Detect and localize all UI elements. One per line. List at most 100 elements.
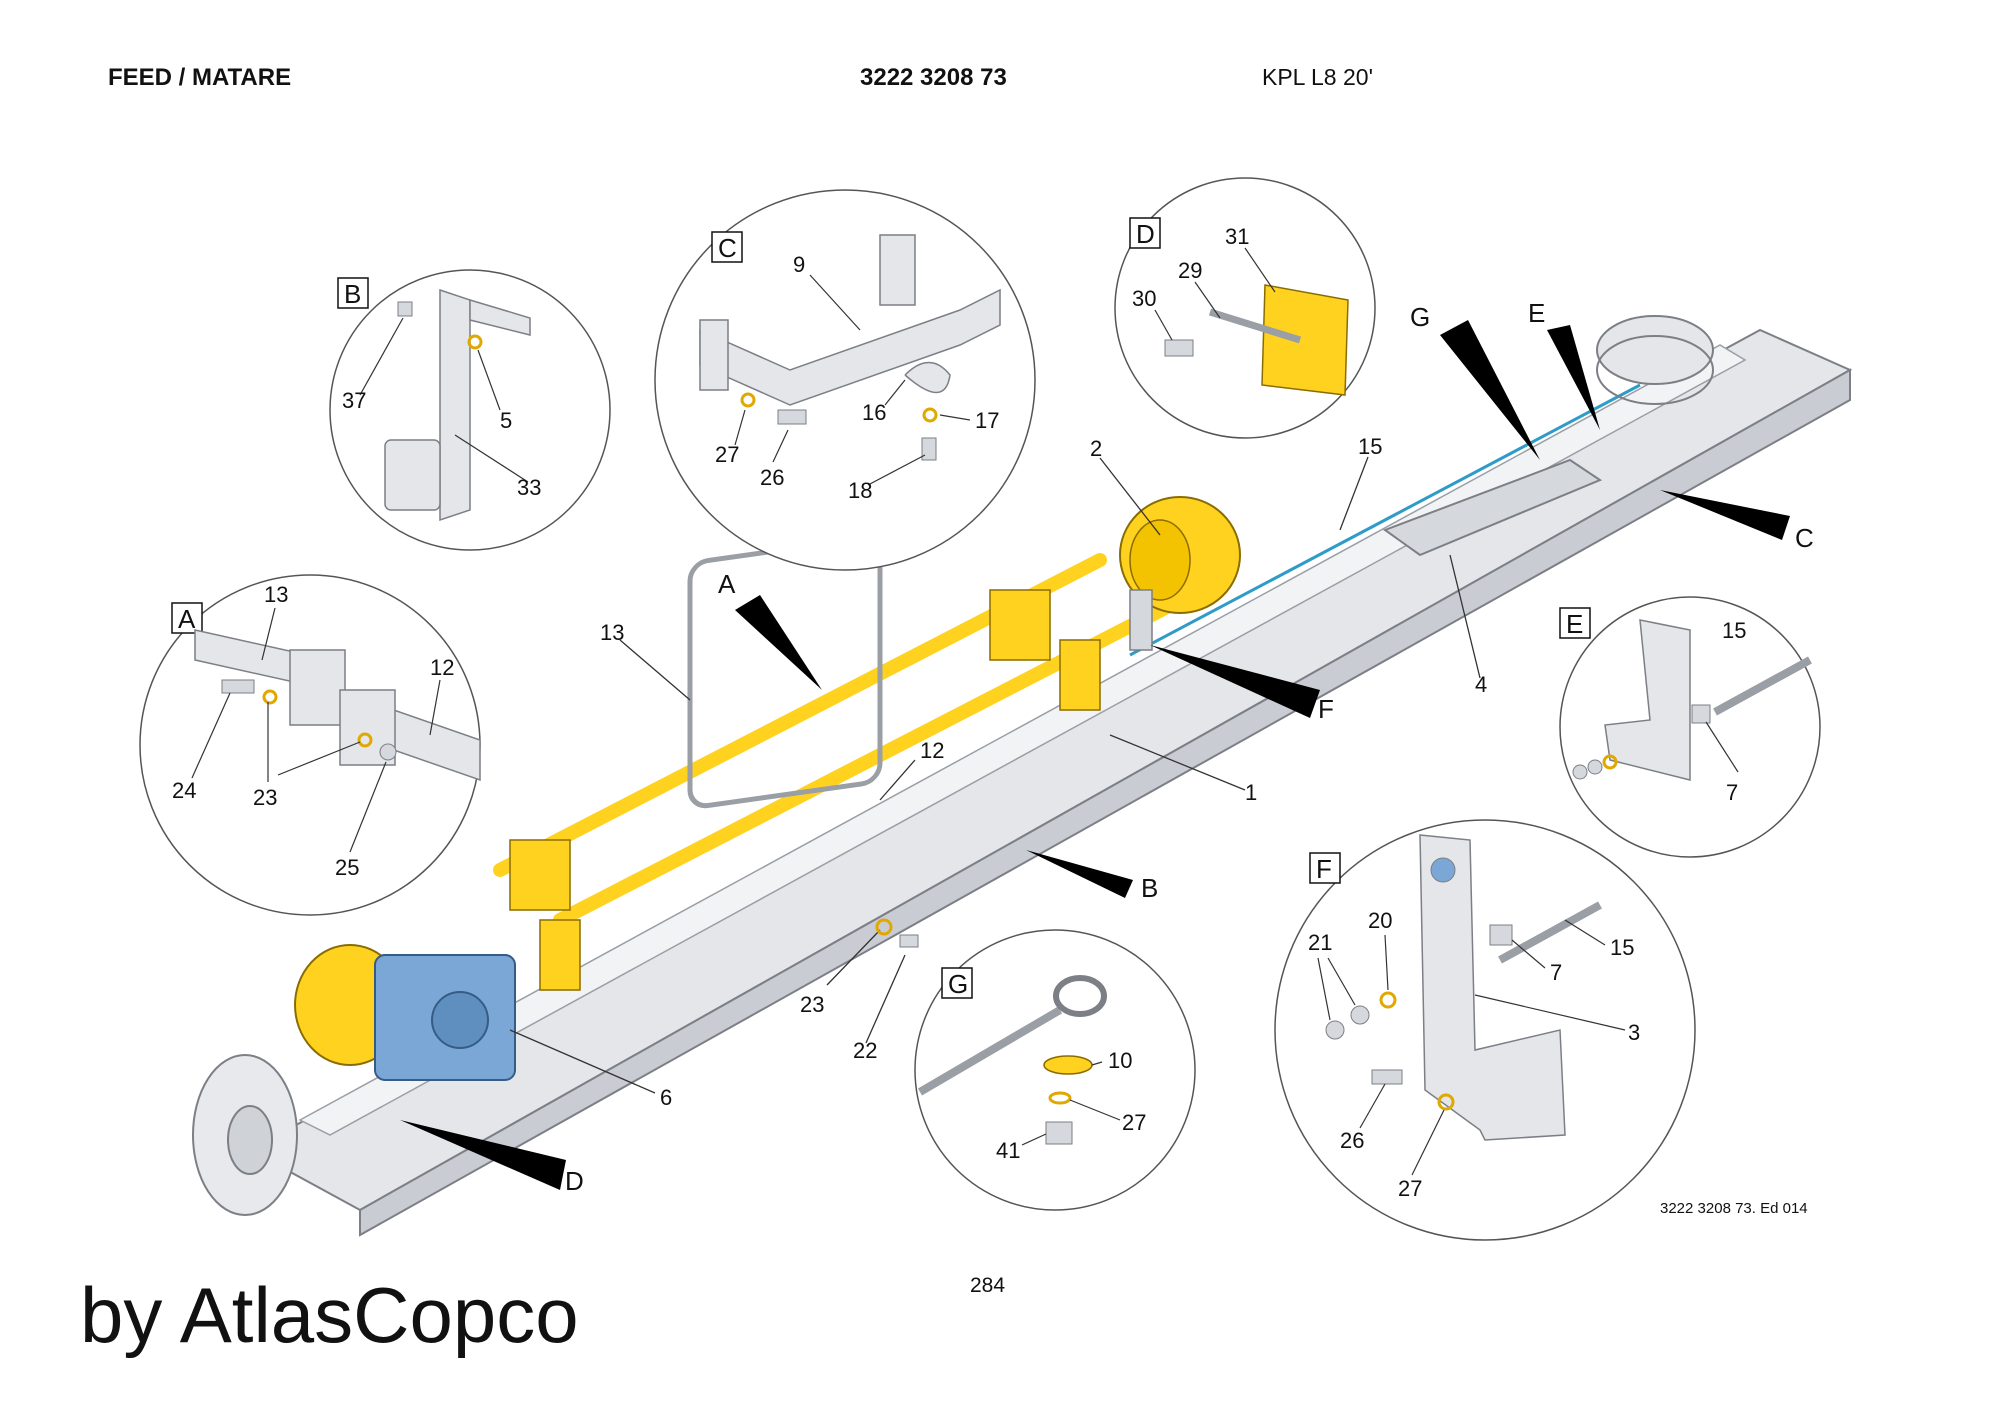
detail-e-7: 7 bbox=[1726, 780, 1738, 805]
nut-e-1 bbox=[1572, 764, 1588, 780]
model-name: KPL L8 20' bbox=[1262, 64, 1373, 90]
detail-c: C 9 16 17 27 26 18 bbox=[654, 189, 1036, 571]
detail-g: G 10 27 41 bbox=[914, 929, 1196, 1211]
hose-fitting-low bbox=[539, 919, 581, 991]
detail-a-13: 13 bbox=[264, 582, 288, 607]
detail-d-letter: D bbox=[1136, 219, 1155, 249]
pointer-label-e: E bbox=[1528, 298, 1545, 328]
rod-15-f bbox=[1498, 901, 1602, 964]
detail-c-16: 16 bbox=[862, 400, 886, 425]
rear-drum bbox=[1596, 315, 1714, 385]
detail-f-letter: F bbox=[1316, 854, 1332, 884]
bolt-24 bbox=[221, 679, 255, 694]
washer-17 bbox=[922, 407, 938, 423]
callout-15: 15 bbox=[1358, 434, 1382, 459]
hose-fitting-mid bbox=[989, 589, 1051, 661]
callout-12: 12 bbox=[920, 738, 944, 763]
rod-29 bbox=[1208, 308, 1302, 344]
clamp-7-e bbox=[1691, 704, 1711, 724]
washer-10 bbox=[1043, 1055, 1093, 1075]
pointer-f bbox=[1150, 645, 1320, 718]
detail-f-15: 15 bbox=[1610, 935, 1634, 960]
pointer-letters: A B C D E F G bbox=[565, 298, 1814, 1196]
bracket-e bbox=[1604, 619, 1691, 781]
bolt-18 bbox=[921, 437, 937, 461]
detail-c-9: 9 bbox=[793, 252, 805, 277]
feed-motor-gear bbox=[431, 991, 489, 1049]
detail-b: B 37 5 33 bbox=[329, 269, 611, 551]
detail-f-20: 20 bbox=[1368, 908, 1392, 933]
detail-d: D 31 29 30 bbox=[1114, 177, 1376, 439]
detail-g-letter: G bbox=[948, 969, 968, 999]
detail-c-18: 18 bbox=[848, 478, 872, 503]
bracket-3 bbox=[1419, 834, 1566, 1141]
clamp-7-f bbox=[1489, 924, 1513, 946]
detail-b-37: 37 bbox=[342, 388, 366, 413]
hose-fitting-front bbox=[1059, 639, 1101, 711]
detail-a-12: 12 bbox=[430, 655, 454, 680]
bracket-33-top bbox=[469, 298, 531, 336]
detail-f-3: 3 bbox=[1628, 1020, 1640, 1045]
detail-g-27: 27 bbox=[1122, 1110, 1146, 1135]
bracket-f-main bbox=[1129, 589, 1153, 651]
rear-drum-band bbox=[1596, 335, 1714, 405]
detail-e: E 15 7 bbox=[1559, 596, 1821, 858]
main-part-numbers: 2 15 13 12 1 4 6 23 22 bbox=[600, 434, 1487, 1110]
callout-6: 6 bbox=[660, 1085, 672, 1110]
detail-f-27: 27 bbox=[1398, 1176, 1422, 1201]
detail-a-24: 24 bbox=[172, 778, 196, 803]
callout-22-main: 22 bbox=[853, 1038, 877, 1063]
eye-bolt-eye bbox=[1053, 975, 1107, 1017]
bracket-33 bbox=[439, 288, 471, 522]
hose-fitting-rear bbox=[509, 839, 571, 911]
detail-c-27: 27 bbox=[715, 442, 739, 467]
detail-d-30: 30 bbox=[1132, 286, 1156, 311]
detail-c-letter: C bbox=[718, 233, 737, 263]
detail-a: A 13 12 24 23 25 bbox=[139, 574, 481, 916]
detail-c-26: 26 bbox=[760, 465, 784, 490]
washer-23-a2 bbox=[357, 732, 373, 748]
pointer-g bbox=[1440, 320, 1540, 460]
hose-reel-face bbox=[1129, 519, 1191, 601]
support-arm-9 bbox=[699, 288, 1001, 406]
end-pulley-hub bbox=[227, 1105, 273, 1175]
main-assembly bbox=[192, 315, 1853, 1237]
bolt-22-main bbox=[899, 934, 919, 948]
detail-f-21: 21 bbox=[1308, 930, 1332, 955]
nut-e-2 bbox=[1587, 759, 1603, 775]
washer-5 bbox=[467, 334, 483, 350]
detail-f-7: 7 bbox=[1550, 960, 1562, 985]
watermark-text: by AtlasCopco bbox=[80, 1271, 579, 1359]
slide-plate bbox=[1382, 458, 1603, 557]
bolt-26-f bbox=[1371, 1069, 1403, 1085]
washer-20 bbox=[1379, 991, 1397, 1009]
pointer-label-c: C bbox=[1795, 523, 1814, 553]
cable-15 bbox=[1129, 383, 1641, 657]
nut-25 bbox=[379, 743, 397, 761]
detail-g-41: 41 bbox=[996, 1138, 1020, 1163]
detail-a-25: 25 bbox=[335, 855, 359, 880]
pointer-label-b: B bbox=[1141, 873, 1158, 903]
pointer-wedges bbox=[400, 320, 1790, 1190]
bolt-26-c bbox=[777, 409, 807, 425]
washer-27-f bbox=[1437, 1093, 1455, 1111]
nut-21-b bbox=[1350, 1005, 1370, 1025]
callout-23-main: 23 bbox=[800, 992, 824, 1017]
clamp-block-b bbox=[384, 439, 441, 511]
main-callouts bbox=[509, 456, 1481, 1094]
pointer-e bbox=[1547, 325, 1600, 430]
page-number: 284 bbox=[970, 1274, 1006, 1297]
detail-c-17: 17 bbox=[975, 408, 999, 433]
callout-2: 2 bbox=[1090, 436, 1102, 461]
washer-e bbox=[1602, 754, 1618, 770]
nut-21-a bbox=[1325, 1020, 1345, 1040]
pointer-label-f: F bbox=[1318, 694, 1334, 724]
part-number: 3222 3208 73 bbox=[860, 64, 1007, 91]
nut-41 bbox=[1045, 1121, 1073, 1145]
feed-beam-top bbox=[298, 344, 1747, 1136]
bracket-3-hole bbox=[1430, 857, 1456, 883]
edition-note: 3222 3208 73. Ed 014 bbox=[1660, 1200, 1808, 1217]
callout-4: 4 bbox=[1475, 672, 1487, 697]
detail-a-23: 23 bbox=[253, 785, 277, 810]
